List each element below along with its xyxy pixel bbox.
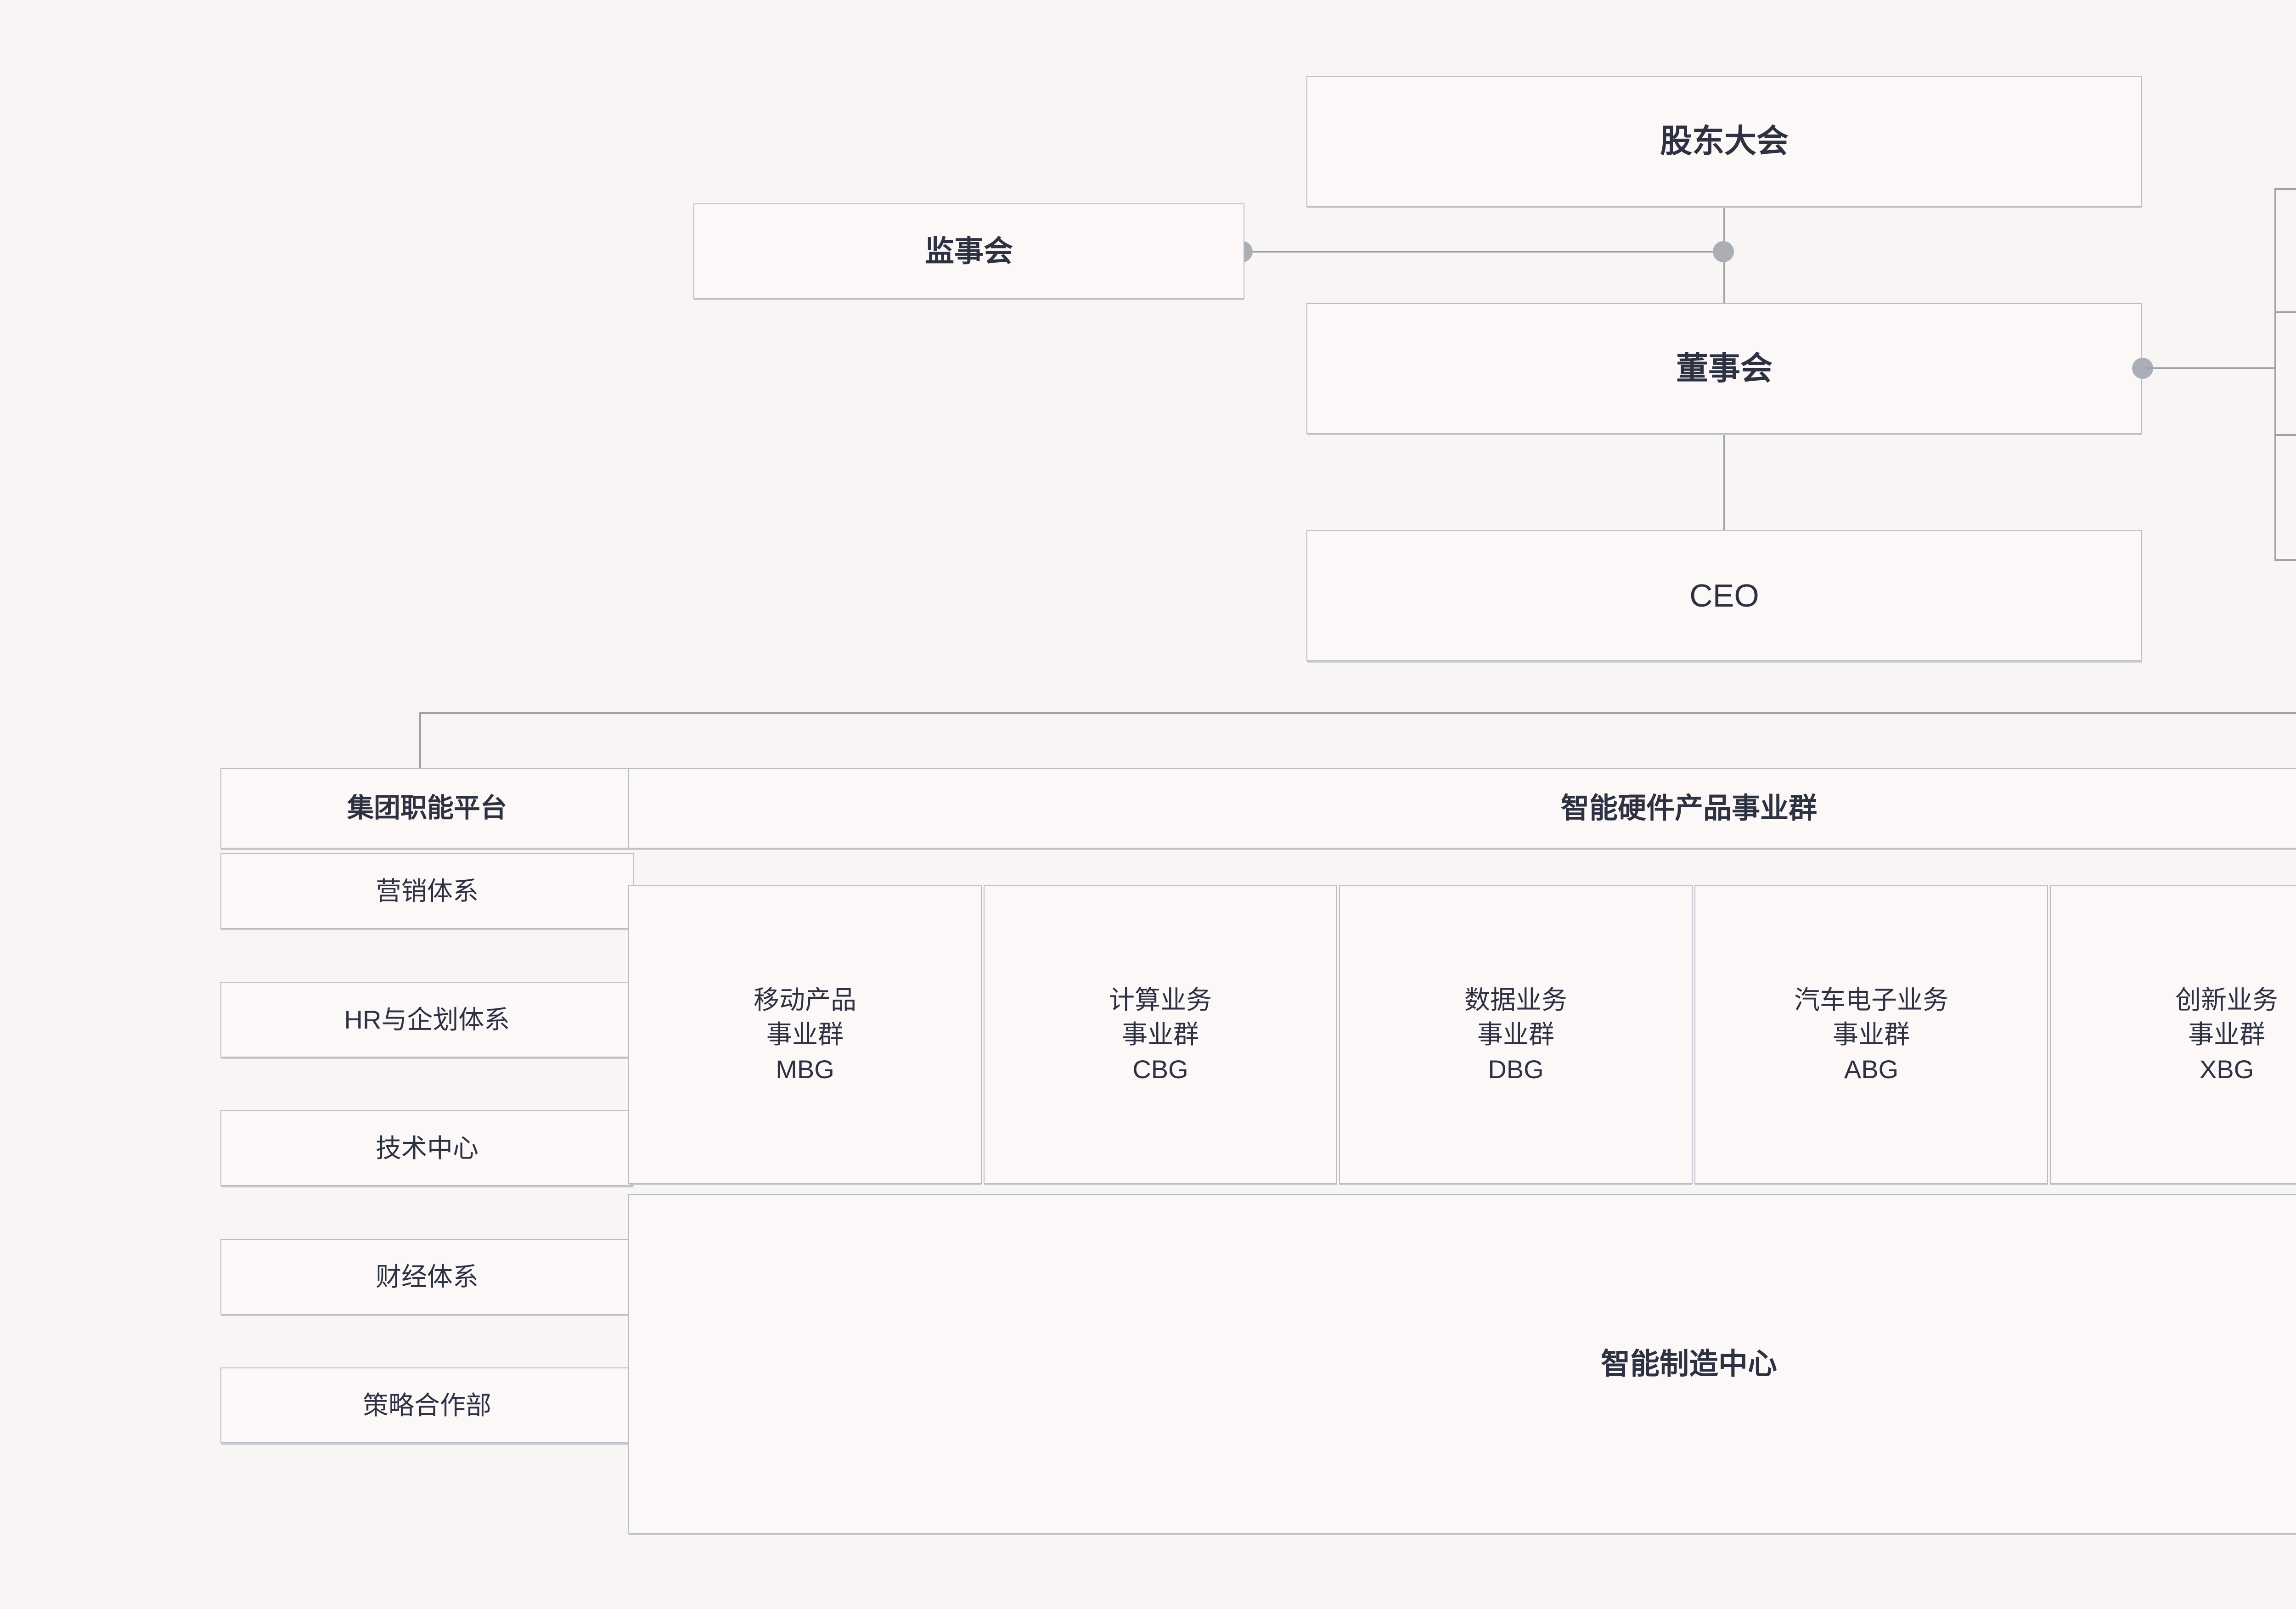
connector-supervisory-to-spine <box>1242 251 1724 253</box>
connector-committee-stub-2 <box>2274 311 2296 313</box>
connector-ceo-horizontal-bus <box>419 712 2296 714</box>
box-label: 智能制造中心 <box>1601 1347 1777 1380</box>
connector-committee-stub-4 <box>2274 559 2296 561</box>
item-label: 财经体系 <box>376 1262 478 1291</box>
box-functional-platform-header[interactable]: 集团职能平台 <box>220 768 634 849</box>
connector-board-to-bus <box>2143 367 2276 369</box>
bu-line1: 计算业务 <box>1109 985 1212 1014</box>
box-functional-strategic-cooperation[interactable]: 策略合作部 <box>220 1367 634 1443</box>
box-board-of-directors[interactable]: 董事会 <box>1306 303 2142 434</box>
bu-code: DBG <box>1488 1054 1544 1084</box>
box-label: 监事会 <box>925 234 1013 268</box>
item-label: HR与企划体系 <box>344 1005 510 1034</box>
bu-line2: 事业群 <box>1122 1020 1199 1049</box>
connector-committee-stub-1 <box>2274 188 2296 190</box>
box-functional-hr-planning[interactable]: HR与企划体系 <box>220 982 634 1058</box>
box-label: 董事会 <box>1676 350 1773 387</box>
bu-code: XBG <box>2199 1054 2254 1084</box>
box-label: 智能硬件产品事业群 <box>1560 792 1817 824</box>
connector-board-to-ceo <box>1723 434 1725 531</box>
box-label: CEO <box>1689 578 1759 614</box>
bu-line2: 事业群 <box>766 1020 844 1049</box>
connector-dot-spine-supervisory <box>1713 241 1734 262</box>
box-shareholders-meeting[interactable]: 股东大会 <box>1306 76 2142 207</box>
bu-code: ABG <box>1844 1054 1899 1084</box>
box-bu-mbg[interactable]: 移动产品 事业群 MBG <box>628 885 982 1184</box>
box-functional-finance[interactable]: 财经体系 <box>220 1239 634 1315</box>
bu-line1: 创新业务 <box>2175 985 2278 1014</box>
bu-line1: 移动产品 <box>754 985 856 1014</box>
box-label: 股东大会 <box>1660 123 1789 159</box>
connector-committee-bus <box>2274 188 2276 560</box>
bu-line1: 数据业务 <box>1464 985 1567 1014</box>
bu-line2: 事业群 <box>2188 1020 2265 1049</box>
box-bu-abg[interactable]: 汽车电子业务 事业群 ABG <box>1694 885 2048 1184</box>
box-supervisory-board[interactable]: 监事会 <box>693 203 1244 299</box>
box-bu-cbg[interactable]: 计算业务 事业群 CBG <box>984 885 1337 1184</box>
box-functional-tech-center[interactable]: 技术中心 <box>220 1110 634 1186</box>
item-label: 营销体系 <box>376 876 478 906</box>
box-bu-xbg[interactable]: 创新业务 事业群 XBG <box>2050 885 2296 1184</box>
bu-line1: 汽车电子业务 <box>1794 985 1948 1014</box>
item-label: 技术中心 <box>376 1133 478 1163</box>
bu-code: CBG <box>1132 1054 1188 1084</box>
box-hardware-group-header[interactable]: 智能硬件产品事业群 <box>628 768 2296 849</box>
box-label: 集团职能平台 <box>347 793 507 823</box>
box-ceo[interactable]: CEO <box>1306 530 2142 661</box>
bu-code: MBG <box>776 1054 834 1084</box>
connector-committee-stub-3 <box>2274 434 2296 436</box>
connector-ceo-bus-left-drop <box>419 712 421 771</box>
box-functional-marketing[interactable]: 营销体系 <box>220 853 634 929</box>
box-bu-dbg[interactable]: 数据业务 事业群 DBG <box>1339 885 1693 1184</box>
bu-line2: 事业群 <box>1833 1020 1910 1049</box>
item-label: 策略合作部 <box>363 1390 491 1420</box>
box-manufacturing-center[interactable]: 智能制造中心 <box>628 1194 2296 1534</box>
bu-line2: 事业群 <box>1477 1020 1554 1049</box>
